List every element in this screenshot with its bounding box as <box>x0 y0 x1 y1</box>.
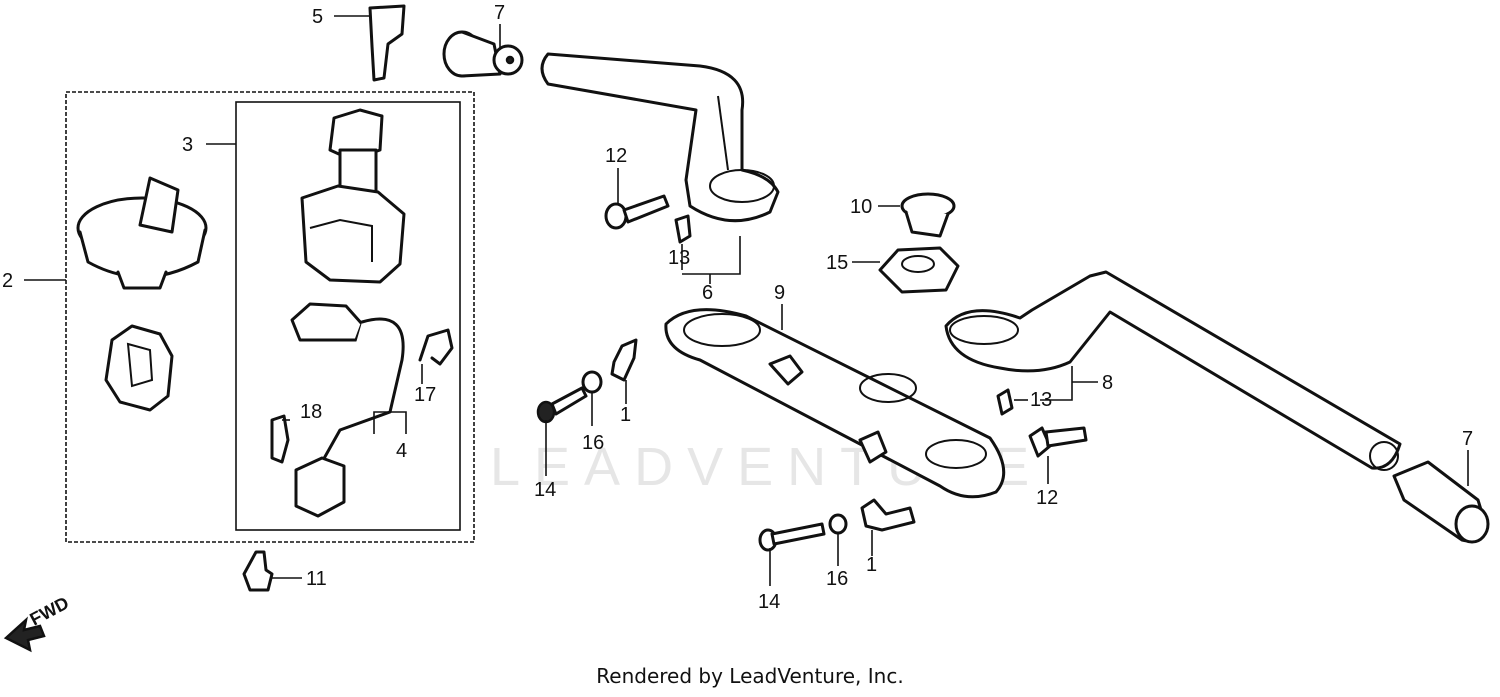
ignition-kit-outer-box <box>65 91 475 543</box>
lock-cylinder-body <box>104 324 174 412</box>
callout-1-left: 1 <box>620 404 631 426</box>
callout-9: 9 <box>774 282 785 304</box>
callout-16-left: 16 <box>582 432 604 454</box>
callout-13-left: 13 <box>668 247 690 269</box>
callout-3: 3 <box>182 134 193 156</box>
stem-nut <box>878 246 960 294</box>
bolt-14-lower <box>758 522 826 552</box>
clip-1-lower <box>860 498 916 532</box>
callout-18: 18 <box>300 401 322 423</box>
ignition-kit-inner-box <box>235 101 461 531</box>
forward-label: FWD <box>26 593 72 630</box>
clip-1-left <box>610 338 638 382</box>
callout-14-lower: 14 <box>758 591 780 613</box>
lock-bolt <box>242 550 274 592</box>
callout-15: 15 <box>826 252 848 274</box>
ignition-switch <box>300 108 406 284</box>
washer-16-lower <box>828 513 848 535</box>
callout-5: 5 <box>312 6 323 28</box>
small-bolt-left <box>674 214 692 244</box>
right-handlebar <box>944 270 1402 471</box>
steering-lock-cover <box>76 176 208 290</box>
wire-clip <box>418 328 454 366</box>
callout-17: 17 <box>414 384 436 406</box>
left-handlebar <box>540 52 780 223</box>
grip-end-left <box>442 30 524 78</box>
callout-12-right: 12 <box>1036 487 1058 509</box>
callout-6: 6 <box>702 282 713 304</box>
callout-13-right: 13 <box>1030 389 1052 411</box>
stem-cap <box>900 192 956 238</box>
washer-16-left <box>581 370 603 394</box>
callout-12-upper: 12 <box>605 145 627 167</box>
forward-arrow-icon: FWD <box>3 593 72 653</box>
bolt-14-left <box>536 386 588 424</box>
switch-screw <box>270 414 290 464</box>
callout-7-left: 7 <box>494 2 505 24</box>
callout-labels: 5 7 3 2 12 10 15 13 6 9 13 8 7 12 14 16 … <box>2 2 1473 613</box>
grip-end-right <box>1392 460 1490 544</box>
footer-credit: Rendered by LeadVenture, Inc. <box>596 664 904 688</box>
small-bolt-right <box>996 388 1014 416</box>
callout-11: 11 <box>306 568 327 590</box>
pinch-bolt-upper <box>604 194 670 230</box>
callout-8: 8 <box>1102 372 1113 394</box>
callout-16-lower: 16 <box>826 568 848 590</box>
switch-wire-harness <box>290 302 405 518</box>
callout-7-right: 7 <box>1462 428 1473 450</box>
callout-14-left: 14 <box>534 479 556 501</box>
callout-1-lower: 1 <box>866 554 877 576</box>
top-bridge <box>664 308 1006 499</box>
leader-lines <box>24 15 1469 586</box>
callout-4: 4 <box>396 440 407 462</box>
pinch-bolt-right <box>1028 426 1088 458</box>
ignition-key <box>368 4 406 82</box>
callout-10: 10 <box>850 196 872 218</box>
callout-2: 2 <box>2 270 13 292</box>
